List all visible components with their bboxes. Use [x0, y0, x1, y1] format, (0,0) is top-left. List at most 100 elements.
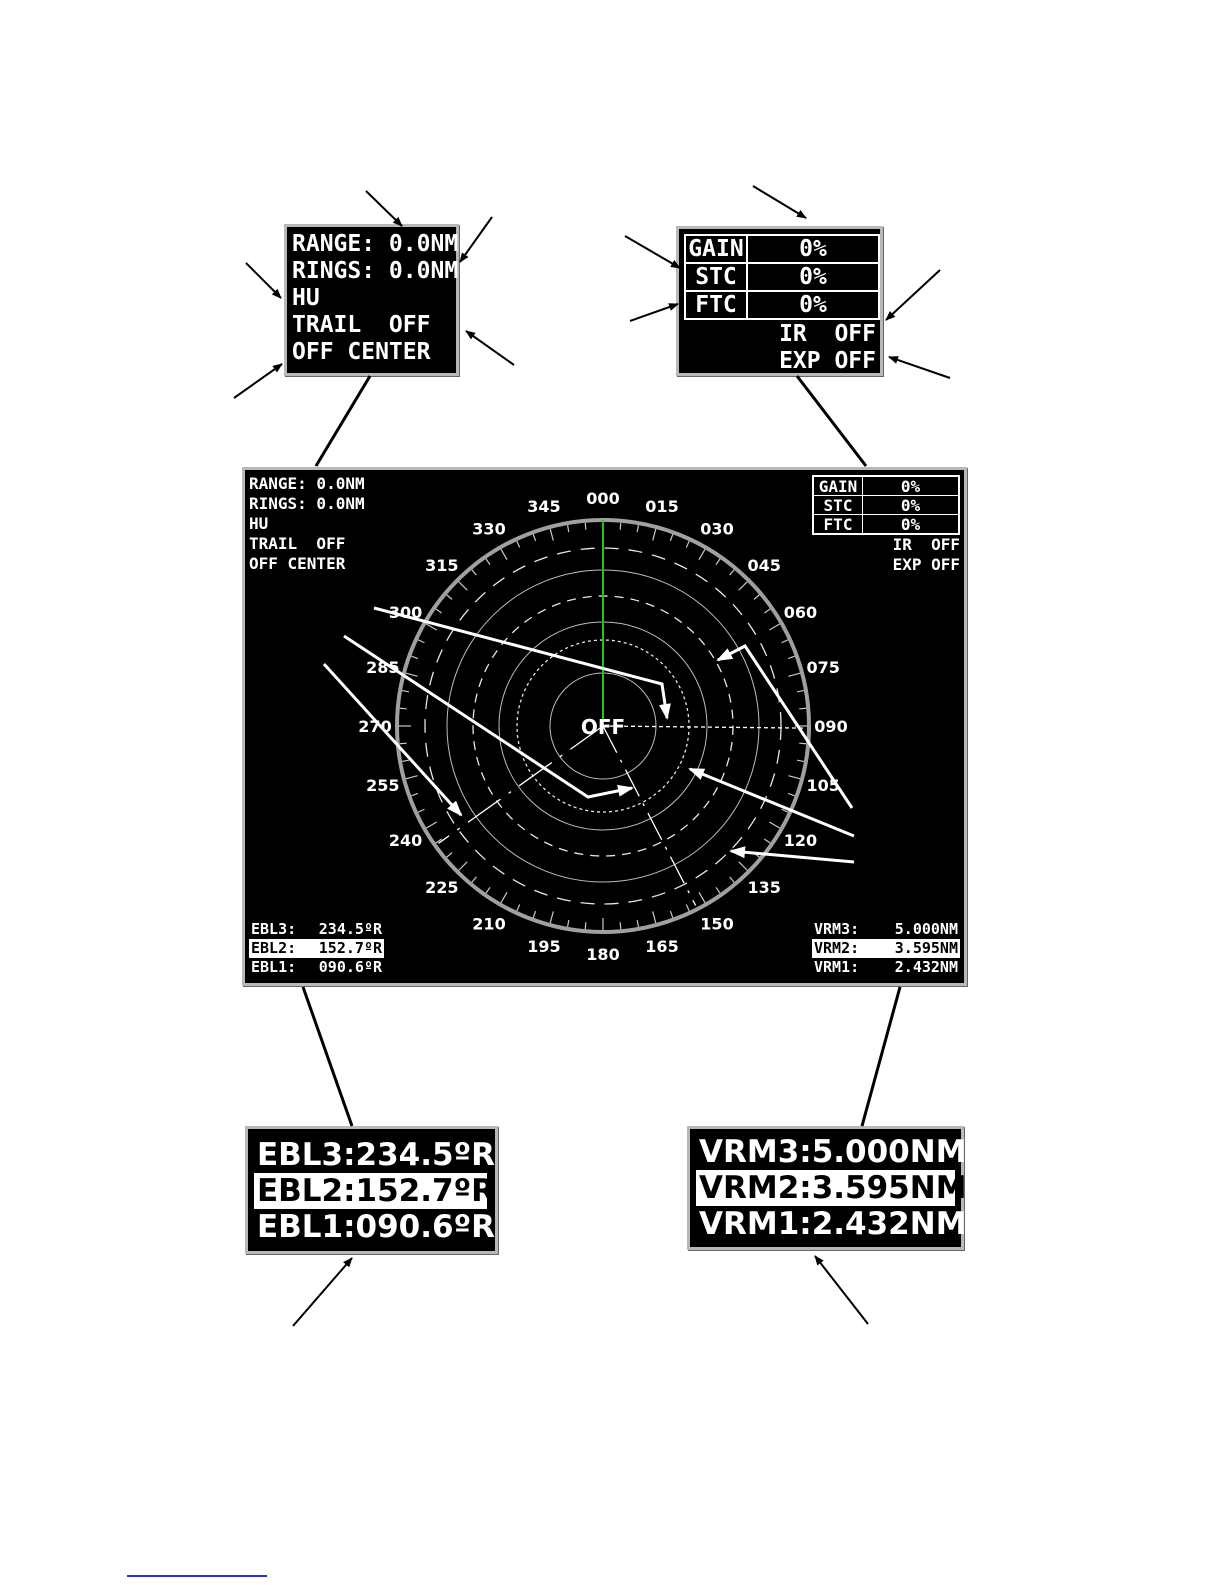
ftc-label-small: FTC — [814, 515, 863, 534]
ebl1-value: 090.6ºR — [318, 958, 382, 976]
connector-controls — [795, 375, 868, 467]
callout-arrow-trail — [465, 330, 515, 366]
vrm1-value: 2.432NM — [894, 958, 958, 976]
bearing-tick — [411, 655, 419, 660]
center-readout-small: OFF CENTER — [249, 554, 346, 573]
callout-arrow-vrm — [814, 1255, 869, 1325]
bearing-tick — [764, 608, 771, 614]
ebl1-line — [602, 725, 805, 729]
bearing-tick — [516, 540, 521, 548]
bearing-tick — [652, 911, 657, 924]
bearing-tick — [426, 623, 438, 631]
gain-stc-ftc-table-small: GAIN 0% STC 0% FTC 0% — [812, 475, 960, 535]
connector-status — [314, 375, 372, 467]
vrm2-value-zoom: 3.595NM — [811, 1170, 967, 1206]
connector-lines — [301, 375, 902, 1127]
bearing-label: 075 — [807, 658, 840, 677]
bearing-tick — [566, 524, 570, 533]
bearing-tick — [532, 534, 537, 542]
controls-panel-zoom: GAIN 0% STC 0% FTC 0% IR OFF EXP OFF — [676, 226, 883, 376]
bearing-tick — [549, 911, 554, 924]
bearing-tick — [796, 689, 805, 693]
bearing-tick — [435, 838, 442, 844]
ebl3-label-zoom: EBL3: — [257, 1137, 356, 1173]
vrm-block: VRM3:5.000NM VRM2:3.595NM VRM1:2.432NM — [812, 920, 960, 977]
bearing-tick — [738, 861, 748, 871]
bearing-tick — [411, 792, 419, 797]
bearing-label: 030 — [700, 520, 733, 539]
bearing-tick — [516, 904, 521, 912]
bearing-tick — [729, 876, 735, 883]
bearing-tick — [399, 707, 407, 710]
bearing-label: 105 — [807, 776, 840, 795]
bearing-tick — [435, 608, 442, 614]
bearing-tick — [781, 808, 789, 813]
ebl3-value: 234.5ºR — [318, 920, 382, 938]
gain-value: 0% — [799, 236, 827, 262]
ebl1-label-zoom: EBL1: — [257, 1209, 356, 1245]
bearing-tick — [446, 852, 453, 858]
vrm3-row-zoom: VRM3:5.000NM — [696, 1134, 967, 1170]
vrm1-row: VRM1:2.432NM — [812, 958, 960, 977]
bearing-label: 045 — [748, 556, 781, 575]
ebl3-line — [438, 725, 604, 844]
ebl3-row-zoom: EBL3:234.5ºR — [254, 1137, 495, 1173]
ebl1-row: EBL1:090.6ºR — [249, 958, 384, 977]
bearing-label: 120 — [784, 831, 817, 850]
bearing-tick — [471, 569, 477, 576]
bearing-tick — [584, 522, 587, 530]
bearing-tick — [485, 887, 491, 894]
bearing-tick — [764, 838, 771, 844]
bearing-tick — [715, 887, 721, 894]
gain-label-small: GAIN — [814, 477, 863, 496]
bearing-tick — [458, 861, 468, 871]
bearing-label: 165 — [645, 937, 678, 956]
ebl3-row: EBL3:234.5ºR — [249, 920, 384, 939]
callout-arrow-rings — [459, 216, 493, 263]
bearing-tick — [799, 707, 807, 710]
scope-arrow-vrm-mid — [688, 767, 855, 838]
bearing-tick — [399, 742, 407, 745]
bearing-tick — [500, 549, 508, 561]
vrm2-row-zoom: VRM2:3.595NM — [696, 1170, 967, 1206]
vrm2-label-zoom: VRM2: — [699, 1170, 812, 1206]
ebl1-value-zoom: 090.6ºR — [355, 1209, 495, 1245]
callout-arrow-exp — [888, 356, 951, 379]
scope-arrow-vrm-upper — [716, 644, 854, 809]
bearing-label: 225 — [425, 878, 458, 897]
connector-vrm — [860, 986, 902, 1127]
bearing-label: 150 — [700, 914, 733, 933]
bearing-label: 210 — [472, 914, 505, 933]
vrm1-value-zoom: 2.432NM — [811, 1206, 967, 1242]
stc-label-small: STC — [814, 496, 863, 515]
vrm3-value: 5.000NM — [894, 920, 958, 938]
bearing-tick — [788, 672, 801, 677]
bearing-tick — [417, 808, 425, 813]
bearing-tick — [669, 910, 674, 918]
bearing-label: 345 — [527, 497, 560, 516]
bearing-tick — [446, 594, 453, 600]
ebl2-label: EBL2: — [251, 939, 297, 957]
bearing-label: 060 — [784, 603, 817, 622]
callout-arrow-stc — [624, 235, 681, 269]
bearing-tick — [652, 528, 657, 541]
bearing-tick — [401, 759, 410, 763]
bearing-label: 240 — [389, 831, 422, 850]
bearing-tick — [698, 891, 706, 903]
bearing-tick — [768, 821, 780, 829]
callout-arrow-ir — [885, 269, 941, 321]
callout-arrow-center — [233, 363, 283, 399]
bearing-tick — [753, 594, 760, 600]
bearing-tick — [500, 891, 508, 903]
vrm3-label: VRM3: — [814, 920, 860, 938]
ebl-block: EBL3:234.5ºR EBL2:152.7ºR EBL1:090.6ºR — [249, 920, 384, 977]
bearing-tick — [458, 581, 468, 591]
bearing-tick — [471, 876, 477, 883]
bearing-tick — [584, 922, 587, 930]
scope-arrow-ring-inner — [373, 606, 671, 720]
bearing-tick — [768, 623, 780, 631]
bearing-tick — [788, 775, 801, 780]
ebl-panel-zoom: EBL3:234.5ºR EBL2:152.7ºR EBL1:090.6ºR — [245, 1126, 498, 1254]
bearing-tick — [787, 655, 795, 660]
